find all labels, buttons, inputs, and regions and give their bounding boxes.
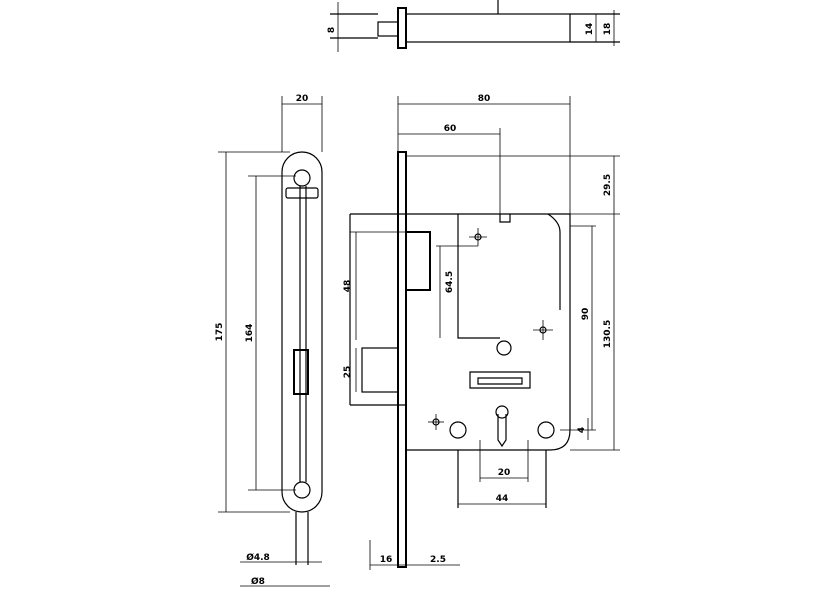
dim-body-width: 80 — [478, 94, 491, 104]
top-view: 8 14 18 — [327, 0, 620, 52]
dim-follower-to-key: 64.5 — [445, 271, 455, 293]
dim-body-height: 130.5 — [603, 320, 613, 348]
dim-screw-pitch: Ø8 — [251, 576, 265, 587]
dim-top-c: 18 — [603, 23, 613, 36]
dim-top-offset: 29.5 — [603, 174, 613, 196]
dim-plate-thickness: 16 — [380, 555, 393, 565]
faceplate-view: 20 175 164 Ø4.8 Ø8 — [215, 94, 330, 587]
dim-deadbolt-height: 25 — [343, 366, 353, 379]
dim-latch-height: 48 — [343, 280, 353, 293]
dim-faceplate-width: 20 — [296, 94, 309, 104]
dim-backset: 60 — [444, 124, 457, 134]
dim-top-a: 8 — [327, 27, 337, 33]
lock-body-view: 80 60 29.5 48 25 64.5 90 130.5 4 20 44 — [343, 94, 620, 570]
dim-plate-offset: 2.5 — [430, 555, 446, 565]
dim-faceplate-height: 175 — [215, 323, 225, 342]
dim-small-bottom: 4 — [577, 427, 587, 433]
dim-top-b: 14 — [585, 23, 595, 36]
dim-screw-dia: Ø4.8 — [246, 552, 270, 563]
dim-follower-to-bottom: 90 — [581, 308, 591, 321]
dim-bottom-inner: 20 — [498, 468, 511, 478]
dim-bottom-outer: 44 — [496, 494, 509, 504]
dim-hole-spacing: 164 — [245, 324, 255, 343]
